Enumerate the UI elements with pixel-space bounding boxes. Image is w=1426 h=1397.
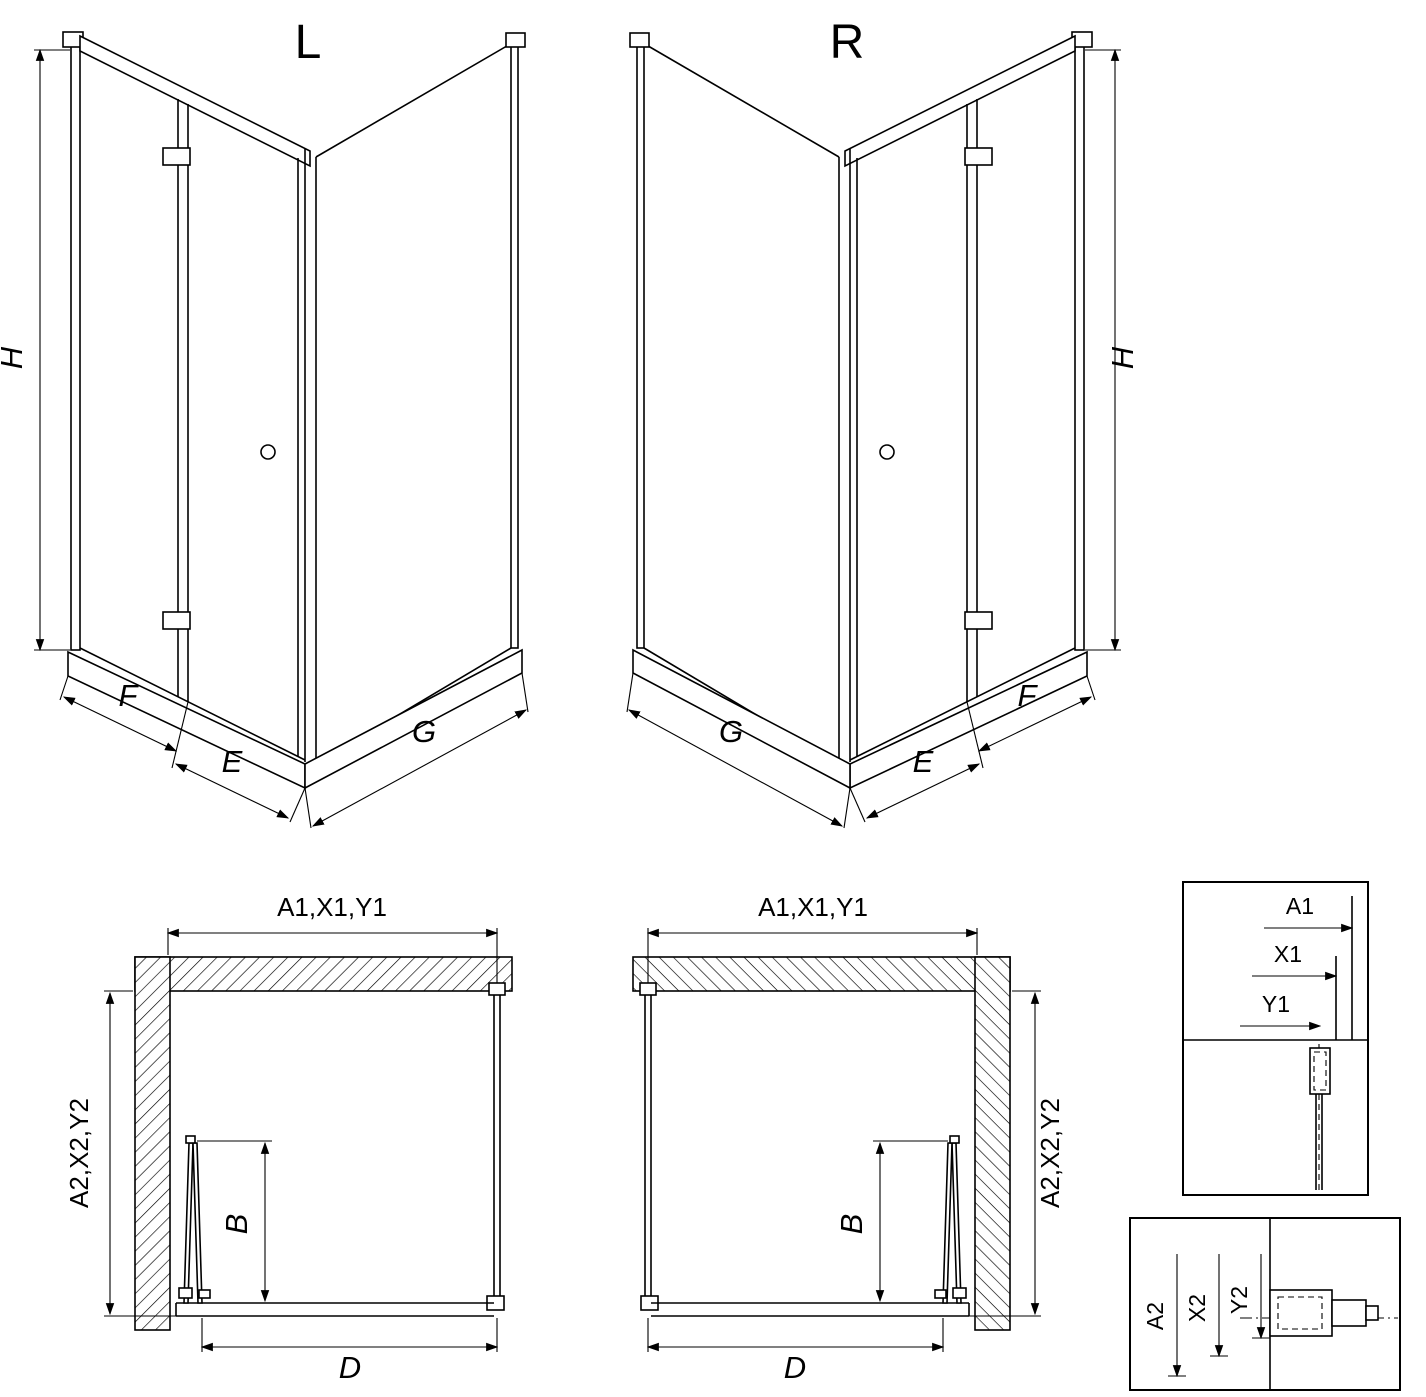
detail-frame xyxy=(1129,1217,1401,1391)
plan-view-left: A1,X1,Y1 A2,X2,Y2 B D xyxy=(64,892,512,1385)
detail-profile-bottom: A2 X2 Y2 xyxy=(1129,1217,1401,1391)
detail-a2-label: A2 xyxy=(1142,1302,1168,1330)
height-dim-label: H xyxy=(0,346,29,369)
profile-inner-dashed xyxy=(1277,1296,1323,1330)
detail-frame xyxy=(1182,881,1369,1196)
fixed-dim-label: F xyxy=(119,678,140,713)
detail-a1-label: A1 xyxy=(1286,893,1314,919)
depth-dim-label: A2,X2,Y2 xyxy=(1035,1098,1065,1208)
detail-x2-label: X2 xyxy=(1184,1294,1210,1322)
width-dim-label: A1,X1,Y1 xyxy=(758,892,868,922)
height-dim-label: H xyxy=(1105,346,1140,369)
iso-view-left: L H F E G xyxy=(0,16,528,828)
plan-view-right: A1,X1,Y1 A2,X2,Y2 B D xyxy=(633,892,1065,1385)
side-dim-label: G xyxy=(719,714,743,749)
opening-dim-label: D xyxy=(784,1350,806,1385)
profile-section xyxy=(1309,1047,1331,1095)
side-dim-label: G xyxy=(412,714,436,749)
variant-label-left: L xyxy=(295,16,322,69)
detail-y2-label: Y2 xyxy=(1226,1286,1252,1314)
profile-end-cap xyxy=(1365,1305,1379,1321)
width-dim-label: A1,X1,Y1 xyxy=(277,892,387,922)
door-dim-label: E xyxy=(222,744,243,779)
detail-y1-label: Y1 xyxy=(1262,991,1290,1017)
variant-label-right: R xyxy=(830,16,865,69)
door-projection-label: B xyxy=(834,1214,869,1235)
profile-inner-dashed xyxy=(1313,1051,1327,1091)
door-dim-label: E xyxy=(913,744,934,779)
iso-view-right: R H F E G xyxy=(627,16,1140,828)
opening-dim-label: D xyxy=(339,1350,361,1385)
detail-profile-top: A1 X1 Y1 xyxy=(1182,881,1369,1196)
detail-x1-label: X1 xyxy=(1274,941,1302,967)
depth-dim-label: A2,X2,Y2 xyxy=(64,1098,94,1208)
door-projection-label: B xyxy=(219,1214,254,1235)
profile-section-small xyxy=(1331,1299,1367,1327)
fixed-dim-label: F xyxy=(1018,678,1039,713)
